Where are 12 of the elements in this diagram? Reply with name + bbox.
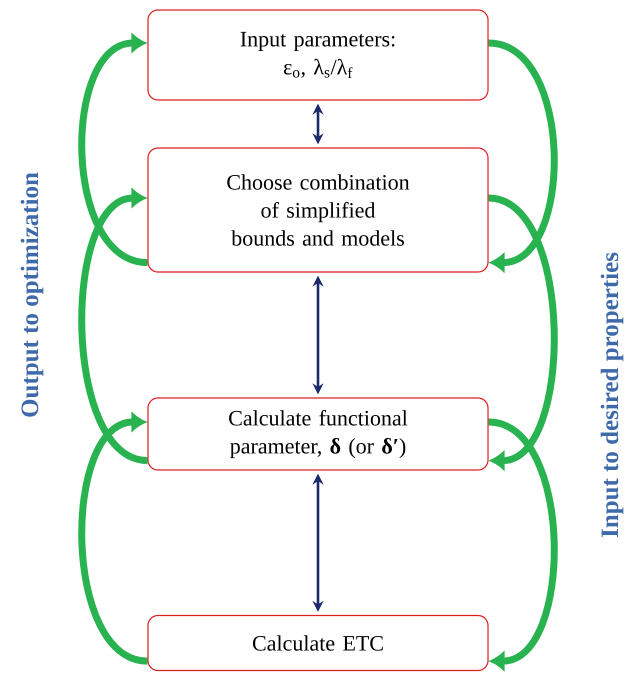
curved-arrow (78, 34, 148, 266)
curved-arrow (78, 413, 148, 664)
process-box: Choose combination of simplified bounds and models (147, 147, 489, 273)
process-box: Calculate ETC (147, 614, 489, 672)
curved-arrow (488, 418, 558, 670)
curved-arrow (78, 189, 148, 464)
process-box: Calculate functional parameter, δ (or δ′) (147, 397, 489, 471)
side-label: Input to desired properties (600, 252, 624, 538)
curved-arrow (488, 40, 558, 272)
side-label: Output to optimization (20, 172, 44, 417)
curved-arrow (488, 194, 558, 470)
process-box: Input parameters: ε$_{o}$, λ$_{s}$/λ$_{f}$ (147, 9, 489, 101)
